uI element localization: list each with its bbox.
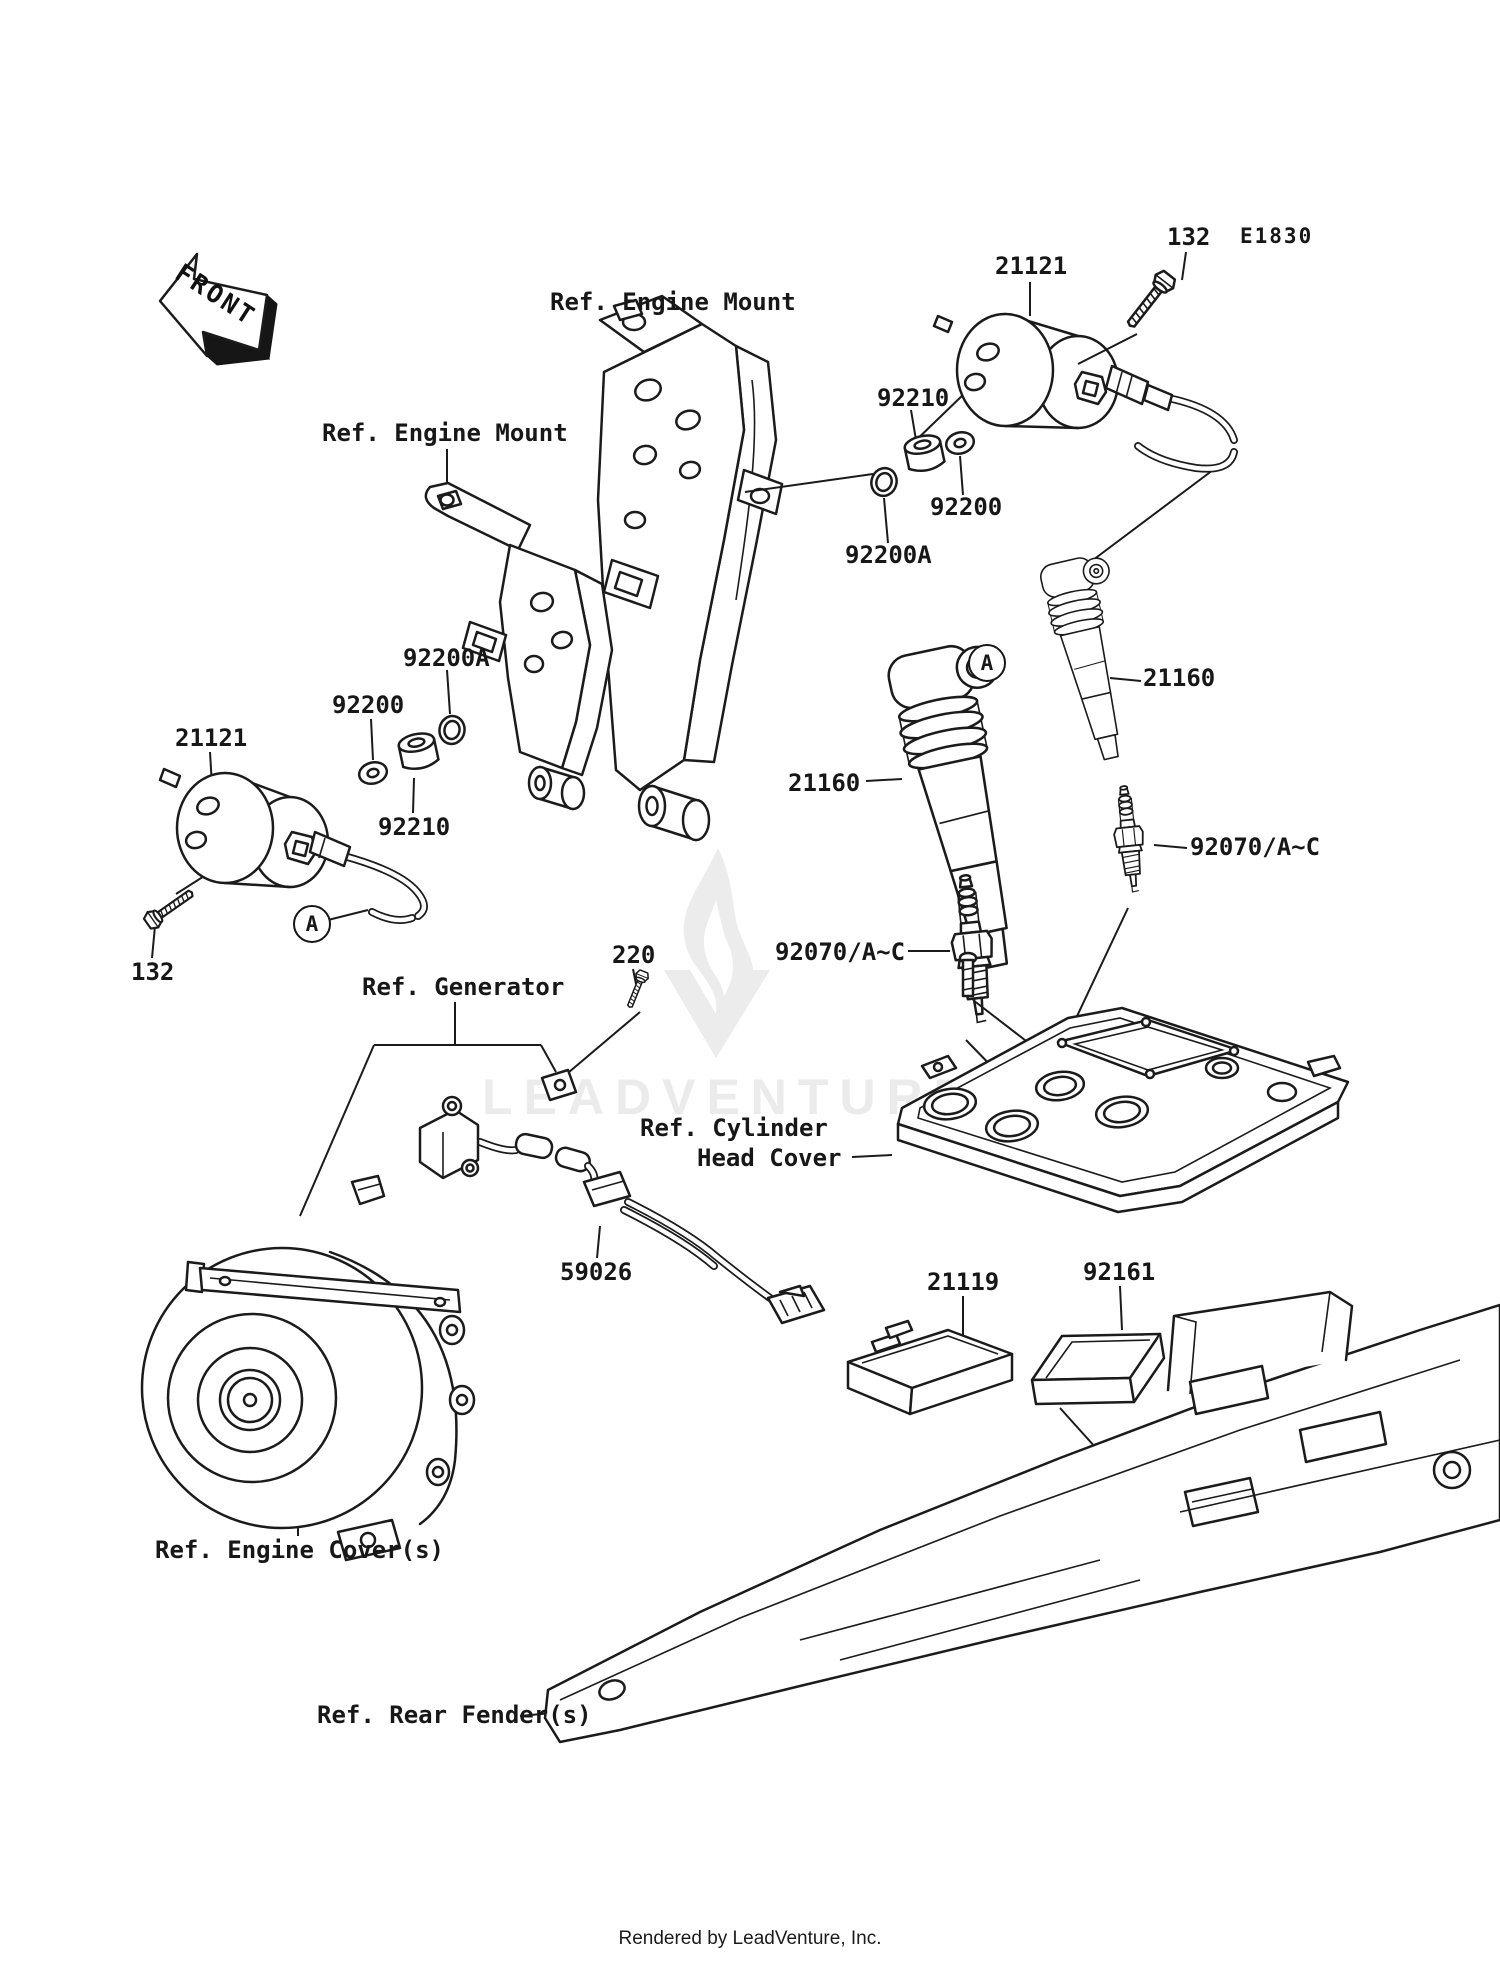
- rear-fender-drawing: [519, 1290, 1500, 1744]
- part-label-nut-left: 92210: [378, 813, 451, 841]
- hardware-top-drawing: [744, 409, 978, 544]
- ref-label-engine-cover: Ref. Engine Cover(s): [155, 1536, 444, 1564]
- hardware-left-drawing: [355, 669, 468, 814]
- part-label-igniter: 21119: [927, 1268, 1000, 1296]
- part-label-damper-ring-mid: 92200A: [845, 541, 932, 569]
- part-label-bolt-220: 220: [612, 941, 656, 969]
- igniter-drawing: [846, 1296, 1014, 1416]
- stick-coil-mid-drawing: [865, 635, 1060, 977]
- damper-drawing: [1030, 1285, 1169, 1529]
- part-label-harness-pickup: 59026: [560, 1258, 633, 1286]
- part-label-damper-ring-left: 92200A: [403, 644, 490, 672]
- diagram-code-label: E1830: [1240, 224, 1314, 248]
- part-label-washer-top: 92200: [930, 493, 1003, 521]
- part-label-ignition-coil-top: 21121: [995, 252, 1068, 280]
- part-label-nut-top: 92210: [877, 384, 950, 412]
- ref-label-cylinder-head-line2: Head Cover: [697, 1144, 842, 1172]
- ref-label-generator: Ref. Generator: [362, 973, 565, 1001]
- footer-credit: Rendered by LeadVenture, Inc.: [618, 1928, 882, 1949]
- ref-label-cylinder-head-line1: Ref. Cylinder: [640, 1114, 828, 1142]
- part-label-stick-coil-right: 21160: [1143, 664, 1216, 692]
- engine-mount-center-drawing: [596, 294, 784, 842]
- part-label-damper: 92161: [1083, 1258, 1156, 1286]
- ignition-coil-left-drawing: [140, 751, 428, 959]
- watermark-logo-icon: [664, 848, 770, 1058]
- stick-coil-right-drawing: [1037, 551, 1152, 766]
- engine-mount-left-drawing: [424, 449, 614, 811]
- part-label-ignition-coil-left: 21121: [175, 724, 248, 752]
- part-label-screw-top: 132: [1167, 223, 1211, 251]
- connector-marker-a-left: A: [293, 905, 331, 943]
- engine-cover-drawing: [140, 1246, 476, 1562]
- ref-label-engine-mount-top: Ref. Engine Mount: [550, 288, 796, 316]
- part-label-spark-plug-right: 92070/A~C: [1190, 833, 1321, 861]
- part-label-spark-plug-mid: 92070/A~C: [775, 938, 906, 966]
- part-label-washer-left: 92200: [332, 691, 405, 719]
- ref-label-engine-mount-left: Ref. Engine Mount: [322, 419, 568, 447]
- connector-marker-a-right: A: [968, 644, 1006, 682]
- ref-label-rear-fender: Ref. Rear Fender(s): [317, 1701, 592, 1729]
- part-label-screw-left: 132: [131, 958, 175, 986]
- pickup-harness-drawing: [299, 968, 826, 1325]
- ignition-coil-top-drawing: [907, 251, 1238, 567]
- cylinder-head-cover-drawing: [851, 951, 1350, 1214]
- front-arrow-icon: [158, 252, 278, 366]
- part-label-stick-coil-mid: 21160: [788, 769, 861, 797]
